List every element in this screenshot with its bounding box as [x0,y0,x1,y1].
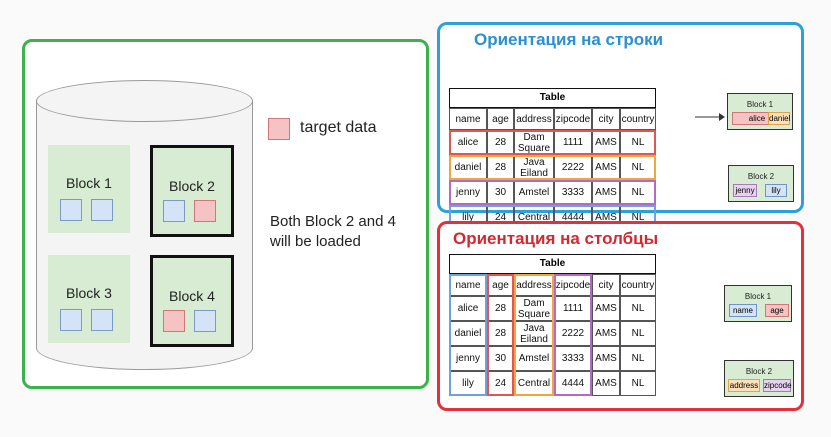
data-square [163,200,185,222]
disk-block-3: Block 3 [48,255,130,343]
table-cell: NL [620,321,656,346]
table-cell: NL [620,155,656,180]
table-cell: 30 [487,346,514,371]
table-cell: Dam Square [514,296,554,321]
data-square [91,309,113,331]
data-square [60,309,82,331]
block-title: Block 2 [747,172,775,181]
table-cell: alice [449,296,487,321]
table-header-cell: country [620,274,656,296]
block-item: zipcode [763,379,792,392]
block-title: Block 1 [744,292,772,301]
target-data-swatch [268,118,290,140]
table-cell: NL [620,296,656,321]
note-line-1: Both Block 2 and 4 [270,213,396,230]
table-header-cell: age [487,108,514,130]
table-cell: 24 [487,371,514,396]
arrow-icon [695,113,725,121]
block-title: Block 1 [746,100,774,109]
table-header-cell: zipcode [554,108,592,130]
data-square [60,199,82,221]
table-header-cell: age [487,274,514,296]
disk-block-label: Block 2 [169,178,215,194]
table-cell: AMS [592,155,620,180]
table-cell: 4444 [554,371,592,396]
table-cell: alice [449,130,487,155]
table-cell: 28 [487,296,514,321]
table-cell: 28 [487,155,514,180]
target-data-square [163,310,185,332]
table-cell: AMS [592,130,620,155]
table-cell: jenny [449,180,487,205]
table-cell: Java Eiland [514,321,554,346]
table-cell: 1111 [554,130,592,155]
row-oriented-title: Ориентация на строки [474,30,664,49]
table-header-cell: address [514,274,554,296]
table-cell: lily [449,371,487,396]
block-item: age [765,304,789,317]
disk-block-label: Block 3 [66,285,112,301]
disk-block-2: Block 2 [150,145,234,237]
table-caption: Table [449,254,656,274]
table-cell: 28 [487,321,514,346]
table-cell: daniel [449,155,487,180]
row-block-2: Block 2 jenny lily [728,165,794,202]
table-cell: daniel [449,321,487,346]
table-header-cell: country [620,108,656,130]
table-cell: 30 [487,180,514,205]
disk-block-label: Block 1 [66,175,112,191]
legend-label: target data [300,119,377,136]
note-line-2: will be loaded [270,233,361,250]
table-cell: AMS [592,371,620,396]
table-cell: NL [620,371,656,396]
table-cell: AMS [592,346,620,371]
disk-block-label: Block 4 [169,288,215,304]
table-cell: jenny [449,346,487,371]
table-header-cell: zipcode [554,274,592,296]
block-item: address [728,379,760,392]
block-item: daniel [768,112,791,125]
block-item: jenny [733,184,757,197]
table-cell: 3333 [554,180,592,205]
table-cell: 2222 [554,321,592,346]
table-cell: Java Eiland [514,155,554,180]
table-cell: NL [620,346,656,371]
storage-cylinder-top [36,80,253,122]
table-cell: AMS [592,321,620,346]
table-cell: 2222 [554,155,592,180]
table-cell: Amstel [514,346,554,371]
table-header-cell: name [449,274,487,296]
target-data-square [194,200,216,222]
table-cell: 3333 [554,346,592,371]
table-header-cell: address [514,108,554,130]
block-item: lily [765,184,787,197]
block-title: Block 2 [745,367,773,376]
block-item: name [729,304,757,317]
table-cell: Central [514,371,554,396]
table-cell: 28 [487,130,514,155]
disk-block-1: Block 1 [48,145,130,233]
table-cell: NL [620,180,656,205]
table-caption: Table [449,88,656,108]
data-square [91,199,113,221]
table-cell: Amstel [514,180,554,205]
table-header-cell: name [449,108,487,130]
table-cell: Dam Square [514,130,554,155]
column-oriented-title: Ориентация на столбцы [453,229,659,248]
table-cell: AMS [592,180,620,205]
table-header-cell: city [592,108,620,130]
table-cell: 1111 [554,296,592,321]
data-square [194,310,216,332]
table-cell: AMS [592,296,620,321]
table-cell: NL [620,130,656,155]
disk-block-4: Block 4 [150,255,234,347]
loading-note: Both Block 2 and 4 will be loaded [270,212,430,252]
table-header-cell: city [592,274,620,296]
